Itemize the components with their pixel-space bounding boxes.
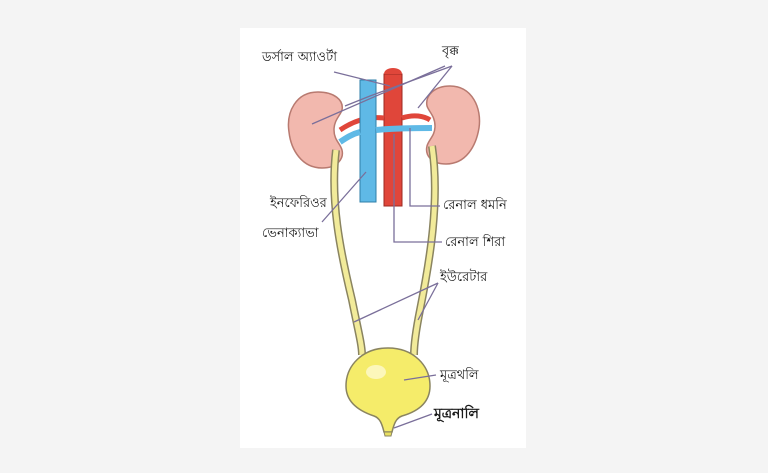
label-renal-artery: রেনাল ধমনি bbox=[443, 198, 507, 213]
bladder-highlight bbox=[366, 365, 386, 379]
label-urinary-bladder: মূত্রথলি bbox=[440, 368, 479, 383]
leader-ivc bbox=[321, 171, 367, 223]
leader-ureter-right bbox=[417, 282, 439, 321]
label-ivc-line1: ইনফেরিওর bbox=[270, 196, 327, 211]
label-kidney: বৃক্ক bbox=[442, 44, 459, 59]
leader-renal-vein bbox=[393, 134, 442, 243]
left-kidney bbox=[287, 91, 344, 169]
leader-lines bbox=[311, 65, 453, 429]
left-ureter-inner bbox=[331, 149, 365, 356]
right-ureter-inner bbox=[411, 145, 438, 356]
leader-dorsal-aorta bbox=[333, 71, 391, 87]
right-kidney bbox=[425, 85, 481, 165]
leader-kidney-left bbox=[417, 65, 453, 109]
leader-bladder bbox=[403, 374, 437, 381]
right-renal-vein bbox=[375, 125, 433, 133]
label-renal-vein: রেনাল শিরা bbox=[445, 235, 506, 250]
dorsal-aorta bbox=[383, 73, 403, 207]
left-renal-vein bbox=[338, 129, 361, 145]
leader-ureter-left bbox=[353, 282, 439, 323]
urethra bbox=[383, 431, 393, 437]
leader-urethra bbox=[393, 413, 433, 429]
label-ureter: ইউরেটার bbox=[440, 270, 488, 285]
label-dorsal-aorta: ডর্সাল অ্যাওর্টা bbox=[262, 50, 337, 65]
label-urethra: মূত্রনালি bbox=[434, 406, 479, 422]
right-renal-artery bbox=[401, 113, 432, 123]
label-ivc-line2: ভেনাক্যাভা bbox=[262, 226, 319, 241]
aorta-arch bbox=[384, 68, 402, 74]
leader-renal-artery bbox=[409, 128, 440, 207]
leader-kidney-left2 bbox=[311, 65, 446, 125]
inferior-vena-cava bbox=[359, 79, 377, 203]
leader-kidney-right bbox=[344, 65, 453, 107]
